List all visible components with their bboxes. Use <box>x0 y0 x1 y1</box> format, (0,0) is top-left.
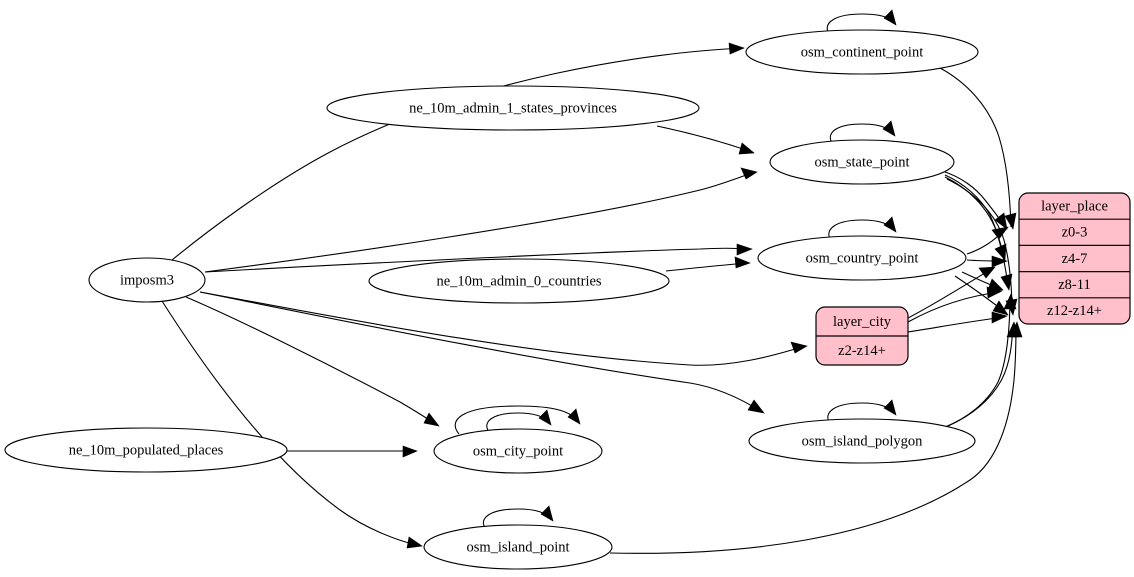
graph-edge <box>486 409 552 433</box>
graph-edge <box>939 67 1017 230</box>
graph-edge <box>826 9 897 33</box>
graph-edge <box>828 216 897 240</box>
edge-arrowhead <box>747 399 765 414</box>
graph-edge <box>185 296 440 427</box>
edge-arrowhead <box>423 412 440 427</box>
edge-arrowhead <box>978 266 996 279</box>
edge-arrowhead <box>736 243 753 256</box>
nodes-layer: imposm3 ne_10m_admin_1_states_provincesne… <box>4 29 979 570</box>
edge-line <box>946 178 1013 314</box>
graph-node-ne_10m_admin_0_countries[interactable]: ne_10m_admin_0_countries <box>368 258 670 304</box>
edge-line <box>944 171 1006 228</box>
node-shape <box>326 85 700 131</box>
edge-arrowhead <box>790 341 808 354</box>
graph-edge <box>454 405 581 435</box>
graph-node-ne_10m_populated_places[interactable]: ne_10m_populated_places <box>4 427 288 473</box>
edge-arrowhead <box>1003 293 1017 310</box>
edge-arrowhead <box>740 167 758 180</box>
edge-arrowhead <box>994 212 1008 230</box>
graph-edge <box>482 505 554 529</box>
edge-arrowhead <box>991 255 1008 268</box>
node-shape <box>368 258 670 304</box>
graph-edge <box>907 266 996 319</box>
graph-edge <box>944 171 1008 230</box>
node-shape <box>769 139 955 185</box>
edge-arrowhead <box>883 216 897 233</box>
edge-line <box>185 296 438 426</box>
edge-line <box>947 323 1014 427</box>
edge-line <box>609 323 1017 554</box>
graph-node-osm_country_point[interactable]: osm_country_point <box>757 235 967 281</box>
edges-layer <box>161 9 1023 554</box>
edge-line <box>939 67 1012 228</box>
node-shape <box>745 29 979 75</box>
graph-edge <box>199 291 765 414</box>
edge-arrowhead <box>1009 321 1023 338</box>
graph-edge <box>966 255 1008 268</box>
graph-edge <box>907 286 1003 323</box>
graph-edge <box>199 291 808 366</box>
node-shape <box>748 418 976 464</box>
edge-line <box>656 125 753 153</box>
edge-line <box>907 316 1006 333</box>
edge-arrowhead <box>986 286 1003 299</box>
graph-edge <box>827 399 897 423</box>
graph-node-osm_continent_point[interactable]: osm_continent_point <box>745 29 979 75</box>
edge-line <box>199 291 806 366</box>
graph-node-osm_state_point[interactable]: osm_state_point <box>769 139 955 185</box>
graph-node-ne_10m_admin_1_states_provinces[interactable]: ne_10m_admin_1_states_provinces <box>326 85 700 131</box>
graph-edge <box>966 226 1009 255</box>
graph-edge <box>961 271 1004 291</box>
edge-arrowhead <box>991 226 1009 240</box>
node-shape <box>423 524 613 570</box>
edge-line <box>204 247 751 273</box>
graph-edge <box>287 445 418 458</box>
graph-edge <box>665 256 751 272</box>
edge-line <box>944 174 1005 259</box>
edge-arrowhead <box>1004 212 1017 230</box>
edge-line <box>199 291 763 413</box>
edge-line <box>907 291 1001 323</box>
edge-arrowhead <box>728 42 745 55</box>
edge-arrowhead <box>734 256 751 269</box>
edge-arrowhead <box>883 399 897 416</box>
graph-edge <box>161 300 423 549</box>
node-shape <box>757 235 967 281</box>
edge-line <box>161 300 421 547</box>
node-shape <box>433 428 603 474</box>
graph-node-imposm3[interactable]: imposm3 <box>88 257 206 303</box>
node-shape <box>4 427 288 473</box>
edge-line <box>826 13 895 33</box>
edge-line <box>171 47 745 261</box>
graph-edge <box>829 120 896 144</box>
graph-edge <box>656 125 755 155</box>
graph-node-osm_city_point[interactable]: osm_city_point <box>433 428 603 474</box>
edge-arrowhead <box>882 120 896 137</box>
edge-arrowhead <box>406 536 423 549</box>
graph-node-osm_island_point[interactable]: osm_island_point <box>423 524 613 570</box>
edge-line <box>204 171 756 273</box>
edge-arrowhead <box>402 445 418 458</box>
record-outline <box>1018 192 1131 325</box>
edge-arrowhead <box>538 409 552 426</box>
edge-arrowhead <box>738 142 755 155</box>
graph-edge <box>171 42 745 261</box>
edge-arrowhead <box>540 505 554 522</box>
graph-edge <box>204 167 758 273</box>
graph-edge <box>204 243 753 273</box>
edge-arrowhead <box>883 9 897 26</box>
graph-edge <box>609 321 1023 554</box>
graph-node-osm_island_polygon[interactable]: osm_island_polygon <box>748 418 976 464</box>
edge-line <box>454 405 579 435</box>
edge-arrowhead <box>991 311 1008 324</box>
graph-edge <box>907 311 1008 333</box>
edge-arrowhead <box>567 408 581 425</box>
edge-arrowhead <box>992 300 1009 316</box>
node-shape <box>88 257 206 303</box>
